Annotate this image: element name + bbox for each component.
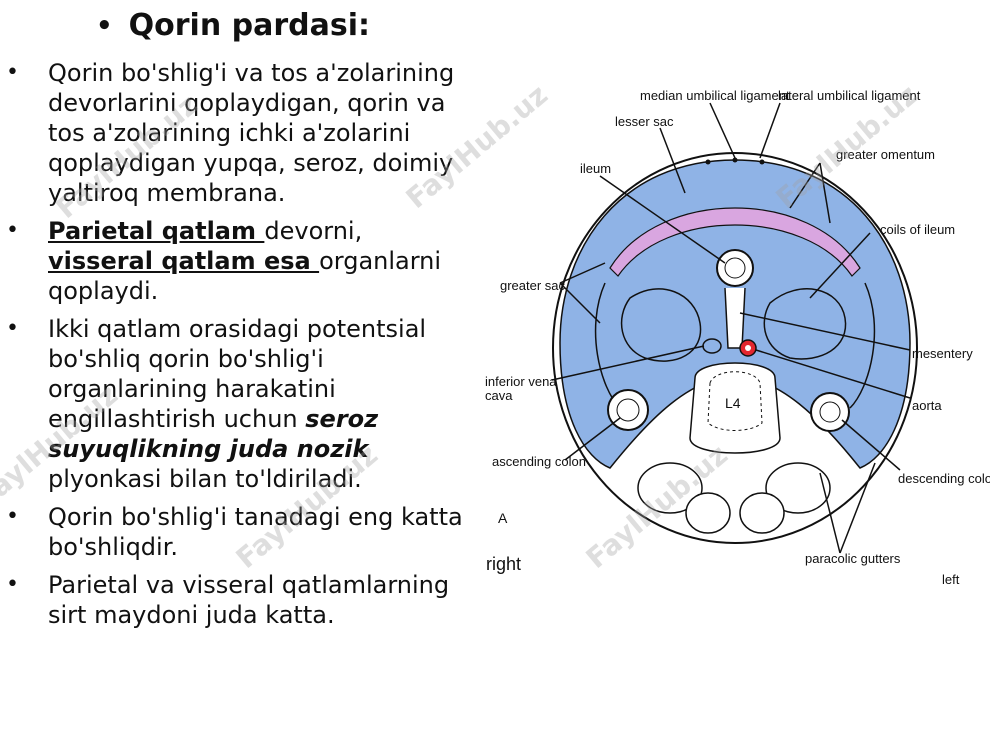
parietal-term: Parietal qatlam xyxy=(48,217,265,245)
leader-line xyxy=(819,162,831,224)
label-left: left xyxy=(942,572,960,587)
psoas-right xyxy=(637,462,703,514)
label-lateral-umbilical-ligament: lateral umbilical ligament xyxy=(778,88,921,103)
leader-line xyxy=(755,349,911,399)
label-ascending-colon: ascending colon xyxy=(492,454,586,469)
bullet-dot: • xyxy=(6,316,19,341)
bullet-dot: • xyxy=(6,504,19,529)
label-right: right xyxy=(486,554,521,574)
peritoneum-cross-section-figure: median umbilical ligament lateral umbili… xyxy=(480,58,999,588)
title-bullet: • xyxy=(96,10,113,41)
inferior-vena-cava xyxy=(702,338,722,354)
mesentery-root xyxy=(724,287,746,349)
back-muscle-left xyxy=(739,492,785,534)
label-aorta: aorta xyxy=(912,398,942,413)
leader-line xyxy=(659,127,686,194)
leader-line xyxy=(739,312,911,351)
bullet-list: • Qorin bo'shlig'i va tos a'zolarining d… xyxy=(0,58,470,638)
leader-line xyxy=(564,417,621,461)
bullet-text: plyonkasi bilan to'ldiriladi. xyxy=(48,465,362,493)
bullet-text: Qorin bo'shlig'i tanadagi eng katta bo's… xyxy=(48,503,463,561)
bullet-item: • Parietal qatlam devorni, visseral qatl… xyxy=(0,216,470,306)
serous-fluid-term: seroz suyuqlikning juda nozik xyxy=(48,405,379,463)
label-ileum: ileum xyxy=(580,161,611,176)
label-lesser-sac: lesser sac xyxy=(615,114,674,129)
back-muscle-right xyxy=(685,492,731,534)
label-inferior-vena-cava-2: cava xyxy=(485,388,513,403)
bullet-text: Ikki qatlam orasidagi potentsial bo'shli… xyxy=(48,315,427,433)
bullet-dot: • xyxy=(6,572,19,597)
greater-omentum-band xyxy=(609,207,861,277)
bullet-dot: • xyxy=(6,60,19,85)
label-coils-of-ileum: coils of ileum xyxy=(880,222,955,237)
aorta-lumen xyxy=(745,345,751,351)
leader-line xyxy=(559,282,601,324)
leader-line xyxy=(599,175,726,264)
greater-omentum-left xyxy=(849,282,876,409)
umbilical-ligament-dot xyxy=(732,157,738,163)
label-greater-omentum: greater omentum xyxy=(836,147,935,162)
bullet-text: Parietal va visseral qatlamlarning sirt … xyxy=(48,571,450,629)
bullet-item: • Qorin bo'shlig'i va tos a'zolarining d… xyxy=(0,58,470,208)
leader-line xyxy=(551,345,705,381)
label-median-umbilical-ligament: median umbilical ligament xyxy=(640,88,790,103)
bullet-text: Qorin bo'shlig'i va tos a'zolarining dev… xyxy=(48,59,455,207)
label-inferior-vena-cava: inferior vena xyxy=(485,374,557,389)
visceral-term: visseral qatlam esa xyxy=(48,247,320,275)
leader-line xyxy=(819,472,841,554)
umbilical-ligament-dot xyxy=(759,159,765,165)
ileum-coil-left-side xyxy=(763,288,847,360)
bullet-item: • Qorin bo'shlig'i tanadagi eng katta bo… xyxy=(0,502,470,562)
leader-line xyxy=(841,419,901,471)
leader-line xyxy=(559,262,606,284)
bullet-text: devorni, xyxy=(264,217,363,245)
bullet-item: • Parietal va visseral qatlamlarning sir… xyxy=(0,570,470,630)
label-paracolic-gutters: paracolic gutters xyxy=(805,551,901,566)
leader-line xyxy=(789,162,821,209)
leader-lines xyxy=(551,102,911,554)
leader-line xyxy=(839,462,876,554)
anatomy-diagram: median umbilical ligament lateral umbili… xyxy=(485,88,999,587)
label-greater-sac: greater sac xyxy=(500,278,566,293)
descending-colon-lumen xyxy=(819,401,841,423)
bullet-text: organlarni qoplaydi. xyxy=(48,247,442,305)
ascending-colon-lumen xyxy=(616,398,640,422)
label-descending-colon: descending colon xyxy=(898,471,990,486)
leader-line xyxy=(809,232,871,299)
label-panel-a: A xyxy=(498,510,508,526)
psoas-left xyxy=(765,462,831,514)
leader-line xyxy=(759,102,781,159)
bullet-item: • Ikki qatlam orasidagi potentsial bo'sh… xyxy=(0,314,470,494)
ileum-coil-right-side xyxy=(620,288,702,362)
vertebra-l4 xyxy=(689,362,781,454)
leader-line xyxy=(709,102,736,159)
slide-title: • Qorin pardasi: xyxy=(96,8,370,43)
umbilical-ligament-dot xyxy=(705,159,711,165)
label-mesentery: mesentery xyxy=(912,346,973,361)
slide-title-text: Qorin pardasi: xyxy=(128,8,370,43)
ileum-lumen xyxy=(724,257,746,279)
bullet-dot: • xyxy=(6,218,19,243)
label-l4: L4 xyxy=(725,395,741,411)
